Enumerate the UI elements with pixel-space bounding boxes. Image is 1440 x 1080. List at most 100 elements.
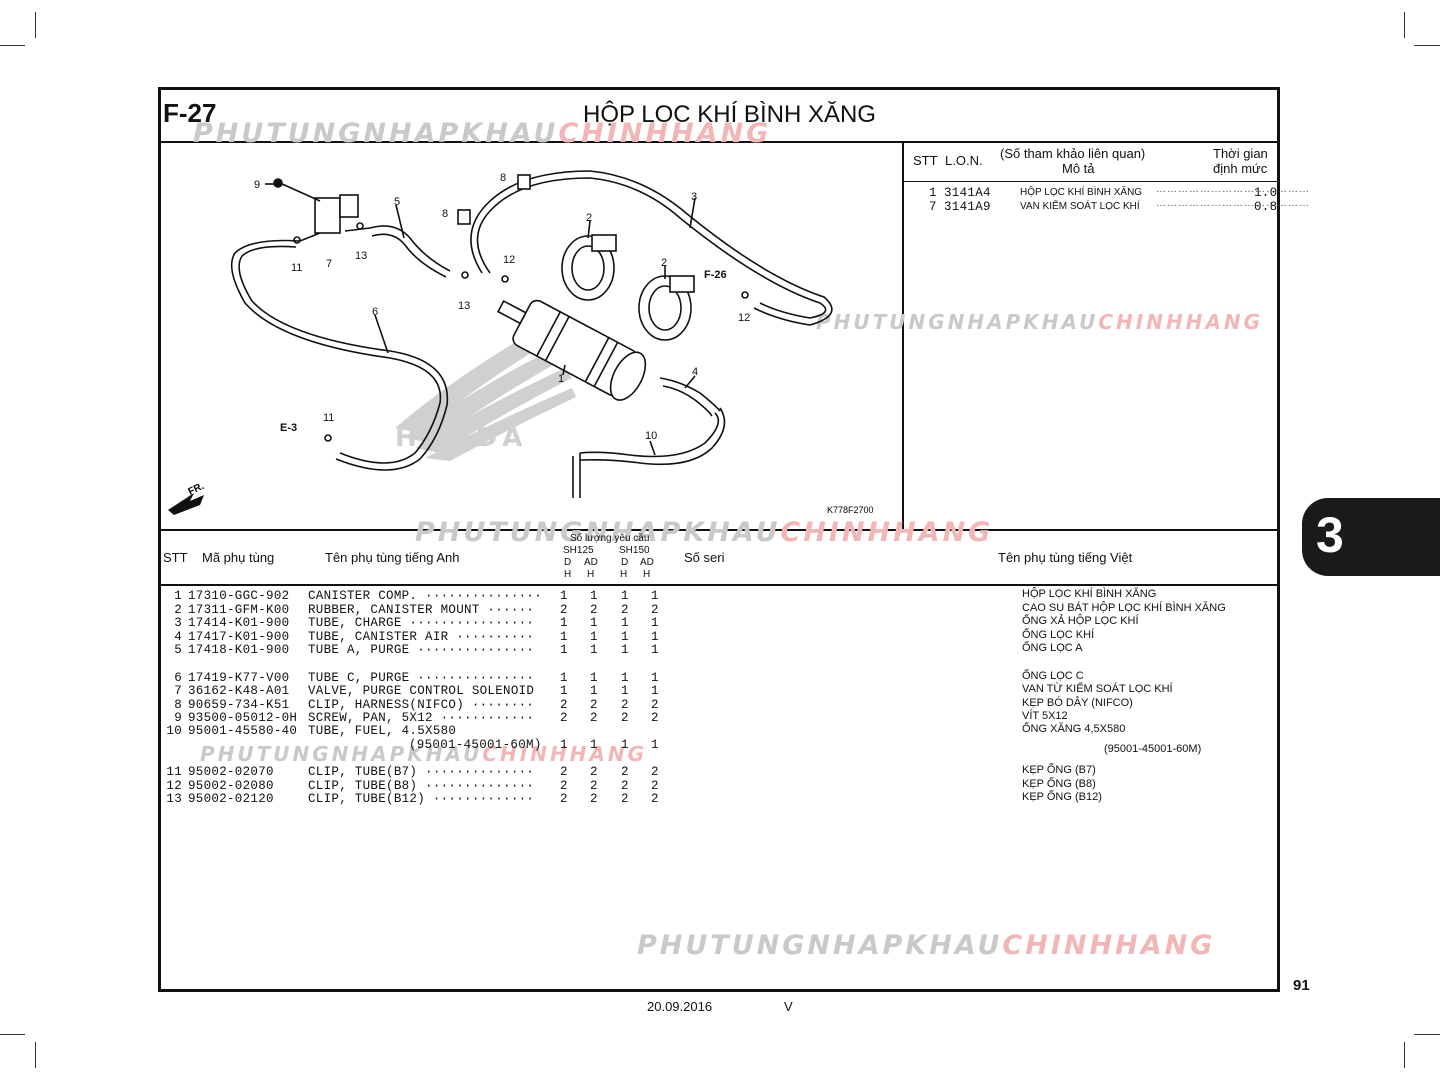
part-name-en: TUBE A, PURGE ··············· <box>308 643 535 657</box>
crop-mark <box>1404 1042 1405 1068</box>
part-name-en: VALVE, PURGE CONTROL SOLENOID <box>308 684 535 698</box>
part-stt: 8 <box>174 698 182 712</box>
qty-sh125-d: 1 <box>560 589 568 603</box>
qty-sh125-d: 2 <box>560 603 568 617</box>
diagram-divider <box>160 529 1279 531</box>
qty-sh125-ad: 1 <box>590 738 598 752</box>
part-name-vi: CAO SU BÁT HỘP LỌC KHÍ BÌNH XĂNG <box>1022 602 1226 614</box>
qty-sh125-ad: 2 <box>590 698 598 712</box>
page-title: HỘP LỌC KHÍ BÌNH XĂNG <box>583 101 876 128</box>
qty-sh150-d: 1 <box>621 684 629 698</box>
page-number: 91 <box>1293 977 1310 994</box>
qty-sh150-d: 1 <box>621 671 629 685</box>
part-name-en: TUBE, CHARGE ················ <box>308 616 535 630</box>
labor-row: 7 3141A9 VAN KIỂM SOÁT LỌC KHÍ ………………………… <box>904 198 1309 214</box>
crop-mark <box>0 45 25 46</box>
crop-mark <box>35 12 36 38</box>
qty-sh125-ad: 2 <box>590 711 598 725</box>
tube-clip <box>324 434 332 442</box>
part-name-en: RUBBER, CANISTER MOUNT ······ <box>308 603 535 617</box>
parts-header-divider <box>160 584 1279 586</box>
parts-header-ad: AD <box>640 557 654 568</box>
labor-time: 1.0 <box>1254 186 1278 200</box>
qty-sh150-ad: 1 <box>651 589 659 603</box>
tube-6 <box>230 239 442 464</box>
part-name-vi: ỐNG LỌC A <box>1022 642 1083 654</box>
labor-lon: 3141A4 <box>944 186 991 200</box>
front-arrow <box>168 493 204 515</box>
callout: 13 <box>355 250 367 262</box>
parts-header-qty: Số lượng yêu cầu <box>570 533 650 544</box>
qty-sh150-d: 2 <box>621 765 629 779</box>
callout: 13 <box>458 300 470 312</box>
part-name-en: SCREW, PAN, 5X12 ············ <box>308 711 535 725</box>
part-name-en: CANISTER COMP. ··············· <box>308 589 543 603</box>
qty-sh150-d: 2 <box>621 792 629 806</box>
section-tab[interactable]: 3 <box>1302 498 1440 576</box>
canister <box>496 299 647 401</box>
parts-header-ad: AD <box>584 557 598 568</box>
crop-mark <box>0 1034 25 1035</box>
part-name-en: TUBE C, PURGE ··············· <box>308 671 535 685</box>
part-number: 95002-02070 <box>188 765 274 779</box>
qty-sh125-d: 2 <box>560 779 568 793</box>
parts-header-name-vi: Tên phụ tùng tiếng Việt <box>998 550 1133 565</box>
callout: 10 <box>645 430 657 442</box>
qty-sh150-d: 2 <box>621 711 629 725</box>
part-stt: 9 <box>174 711 182 725</box>
part-stt: 4 <box>174 630 182 644</box>
part-stt: 3 <box>174 616 182 630</box>
part-name-en: (95001-45001-60M) <box>409 738 542 752</box>
qty-sh150-ad: 1 <box>651 738 659 752</box>
part-name-en: TUBE, FUEL, 4.5X580 <box>308 724 457 738</box>
parts-header-part-no: Mã phụ tùng <box>202 550 275 565</box>
callout: 2 <box>586 212 592 224</box>
part-name-en: CLIP, HARNESS(NIFCO) ········ <box>308 698 535 712</box>
qty-sh150-d: 2 <box>621 698 629 712</box>
harness-clip <box>517 174 531 190</box>
qty-sh150-d: 1 <box>621 616 629 630</box>
labor-desc: VAN KIỂM SOÁT LỌC KHÍ <box>1020 201 1140 212</box>
print-version: V <box>784 999 793 1014</box>
parts-header-serial: Số seri <box>684 550 725 565</box>
part-number: 17418-K01-900 <box>188 643 290 657</box>
callout: 9 <box>254 179 260 191</box>
parts-header-stt: STT <box>163 550 188 565</box>
part-number: 17414-K01-900 <box>188 616 290 630</box>
qty-sh125-ad: 1 <box>590 616 598 630</box>
callout: 11 <box>291 262 302 274</box>
callout: 8 <box>442 208 448 220</box>
labor-time: 0.8 <box>1254 200 1278 214</box>
callout: 12 <box>738 312 750 324</box>
print-date: 20.09.2016 <box>647 999 713 1014</box>
qty-sh150-ad: 2 <box>651 779 659 793</box>
part-number: 17417-K01-900 <box>188 630 290 644</box>
crop-mark <box>35 1042 36 1068</box>
parts-header-h: H <box>620 569 628 580</box>
qty-sh125-ad: 1 <box>590 630 598 644</box>
labor-divider <box>902 142 904 530</box>
qty-sh150-d: 1 <box>621 589 629 603</box>
part-number: 95002-02080 <box>188 779 274 793</box>
parts-header-h: H <box>587 569 595 580</box>
qty-sh125-d: 2 <box>560 765 568 779</box>
parts-header-h: H <box>643 569 651 580</box>
qty-sh150-d: 1 <box>621 738 629 752</box>
callout-ref: F-26 <box>704 269 727 281</box>
part-name-vi: KẸP ỐNG (B8) <box>1022 778 1096 790</box>
part-stt: 1 <box>174 589 182 603</box>
labor-stt: 7 <box>929 200 937 214</box>
part-stt: 6 <box>174 671 182 685</box>
part-name-vi: VÍT 5X12 <box>1022 710 1068 722</box>
qty-sh125-ad: 2 <box>590 792 598 806</box>
qty-sh125-d: 2 <box>560 698 568 712</box>
tube-clip <box>293 236 301 244</box>
qty-sh150-ad: 1 <box>651 630 659 644</box>
qty-sh125-ad: 1 <box>590 643 598 657</box>
